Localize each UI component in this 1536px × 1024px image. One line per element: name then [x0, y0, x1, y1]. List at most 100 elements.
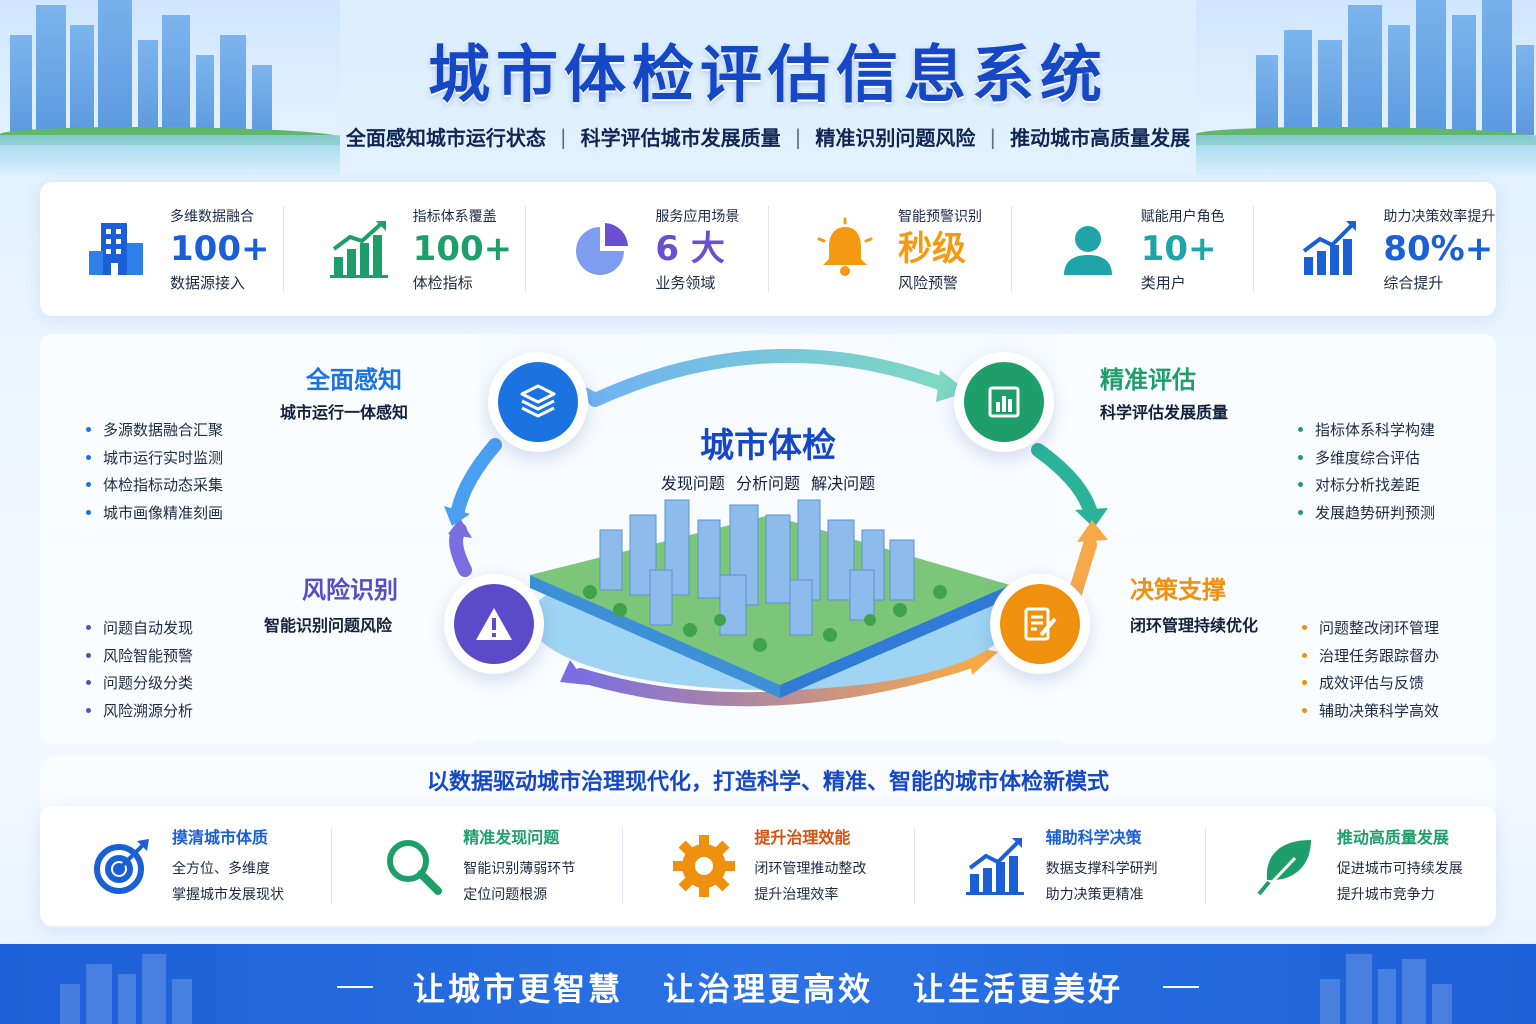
benefit-line: 数据支撑科学研判 [1045, 861, 1158, 877]
list-item: 发展趋势研判预测 [1298, 499, 1435, 527]
risk-list: 问题自动发现 风险智能预警 问题分级分类 风险溯源分析 [86, 614, 193, 724]
panel-perception [40, 334, 480, 530]
stat-efficiency: 助力决策效率提升 80%+ 综合提升 [1253, 182, 1496, 316]
list-item: 城市运行实时监测 [86, 444, 223, 472]
node-perception [488, 352, 588, 452]
benefit-item: 摸清城市体质 全方位、多维度 掌握城市发展现状 [40, 806, 331, 926]
tagline: 全面感知城市运行状态 | 科学评估城市发展质量 | 精准识别问题风险 | 推动城… [0, 122, 1536, 151]
benefit-line: 智能识别薄弱环节 [463, 861, 576, 877]
pie-chart-icon [567, 214, 637, 284]
warning-icon [454, 584, 534, 664]
layers-icon [498, 362, 578, 442]
panel-evaluation [1056, 334, 1496, 530]
list-item: 对标分析找差距 [1298, 471, 1435, 499]
building-icon [82, 214, 152, 284]
list-item: 多源数据融合汇聚 [86, 416, 223, 444]
benefit-line: 促进城市可持续发展 [1336, 861, 1463, 877]
evaluation-list: 指标体系科学构建 多维度综合评估 对标分析找差距 发展趋势研判预测 [1298, 416, 1435, 526]
list-item: 治理任务跟踪督办 [1302, 642, 1439, 670]
cycle-center-subtitle: 发现问题 分析问题 解决问题 [660, 474, 876, 493]
benefit-title: 摸清城市体质 [172, 828, 269, 847]
tagline-item: 科学评估城市发展质量 [580, 126, 781, 150]
tagline-item: 推动城市高质量发展 [1010, 126, 1191, 150]
stat-sub: 数据源接入 [170, 273, 246, 292]
gear-icon [670, 832, 738, 900]
benefit-item: 精准发现问题 智能识别薄弱环节 定位问题根源 [331, 806, 622, 926]
list-item: 风险溯源分析 [86, 697, 193, 725]
decision-list: 问题整改闭环管理 治理任务跟踪督办 成效评估与反馈 辅助决策科学高效 [1302, 614, 1439, 724]
module-title-decision: 决策支撑 [1130, 576, 1226, 604]
benefit-title: 推动高质量发展 [1336, 828, 1449, 847]
magnifier-icon [379, 832, 447, 900]
list-item: 体检指标动态采集 [86, 471, 223, 499]
stat-sub: 类用户 [1140, 273, 1186, 292]
stats-card: 多维数据融合 100+ 数据源接入 指标体系覆盖 100+ 体检指标 [40, 182, 1496, 316]
benefit-title: 辅助科学决策 [1045, 828, 1142, 847]
footer-phrase: 让城市更智慧 [412, 970, 623, 1008]
stat-label: 助力决策效率提升 [1383, 208, 1496, 225]
footer-phrase: 让治理更高效 [662, 970, 873, 1008]
panel-risk [40, 548, 480, 744]
list-item: 城市画像精准刻画 [86, 499, 223, 527]
page-title: 城市体检评估信息系统 [427, 38, 1108, 111]
stat-label: 智能预警识别 [898, 208, 983, 225]
list-item: 风险智能预警 [86, 642, 193, 670]
slogan: 以数据驱动城市治理现代化，打造科学、精准、智能的城市体检新模式 [426, 770, 1109, 795]
bell-icon [810, 214, 880, 284]
module-title-risk: 风险识别 [302, 576, 398, 604]
stat-sub: 综合提升 [1383, 273, 1444, 292]
stat-sub: 风险预警 [898, 273, 959, 292]
list-item: 成效评估与反馈 [1302, 669, 1439, 697]
tagline-item: 全面感知城市运行状态 [345, 126, 546, 150]
module-title-evaluation: 精准评估 [1100, 366, 1196, 394]
stat-value: 100+ [412, 228, 513, 269]
list-item: 问题整改闭环管理 [1302, 614, 1439, 642]
node-risk [444, 574, 544, 674]
perception-list: 多源数据融合汇聚 城市运行实时监测 体检指标动态采集 城市画像精准刻画 [86, 416, 223, 526]
panel-decision [1056, 548, 1496, 744]
stat-warning: 智能预警识别 秒级 风险预警 [768, 182, 1011, 316]
list-item: 辅助决策科学高效 [1302, 697, 1439, 725]
benefit-line: 闭环管理推动整改 [754, 861, 867, 877]
edit-document-icon [1000, 584, 1080, 664]
stat-value: 100+ [170, 228, 270, 269]
list-item: 问题分级分类 [86, 669, 193, 697]
module-sub-evaluation: 科学评估发展质量 [1100, 403, 1229, 422]
benefit-item: 辅助科学决策 数据支撑科学研判 助力决策更精准 [913, 806, 1205, 926]
report-chart-icon [964, 362, 1044, 442]
stat-indicators: 指标体系覆盖 100+ 体检指标 [282, 182, 526, 316]
footer-dash [1163, 986, 1200, 988]
module-sub-risk: 智能识别问题风险 [264, 616, 393, 635]
cycle-arrows-illustration [444, 348, 1108, 707]
benefit-title: 精准发现问题 [463, 828, 560, 847]
stat-sub: 业务领域 [655, 273, 716, 292]
stat-users: 赋能用户角色 10+ 类用户 [1010, 182, 1254, 316]
stat-scenarios: 服务应用场景 6 大 业务领域 [525, 182, 768, 316]
stat-value: 秒级 [898, 228, 967, 269]
benefit-line: 掌握城市发展现状 [172, 887, 284, 903]
tagline-separator: | [559, 124, 567, 149]
tagline-separator: | [794, 124, 802, 149]
list-item: 指标体系科学构建 [1298, 416, 1435, 444]
benefit-line: 提升治理效率 [754, 887, 839, 903]
target-icon [88, 832, 156, 900]
tagline-separator: | [989, 124, 997, 149]
stat-label: 指标体系覆盖 [412, 208, 497, 225]
bar-chart-up-icon [325, 214, 395, 284]
stat-value: 80%+ [1383, 228, 1494, 269]
node-decision [990, 574, 1090, 674]
list-item: 多维度综合评估 [1298, 444, 1435, 472]
leaf-icon [1253, 832, 1321, 900]
skyline-left-illustration [0, 0, 340, 175]
user-icon [1053, 214, 1123, 284]
benefit-item: 推动高质量发展 促进城市可持续发展 提升城市竞争力 [1204, 806, 1496, 926]
trend-chart-icon [1295, 214, 1365, 284]
stat-label: 服务应用场景 [655, 208, 740, 225]
stat-sub: 体检指标 [412, 273, 473, 292]
stat-label: 多维数据融合 [170, 208, 254, 225]
stat-value: 10+ [1140, 228, 1217, 269]
benefit-line: 定位问题根源 [463, 887, 548, 903]
footer-banner: 让城市更智慧 让治理更高效 让生活更美好 [0, 944, 1536, 1024]
module-sub-decision: 闭环管理持续优化 [1130, 616, 1259, 635]
tagline-item: 精准识别问题风险 [815, 126, 976, 150]
